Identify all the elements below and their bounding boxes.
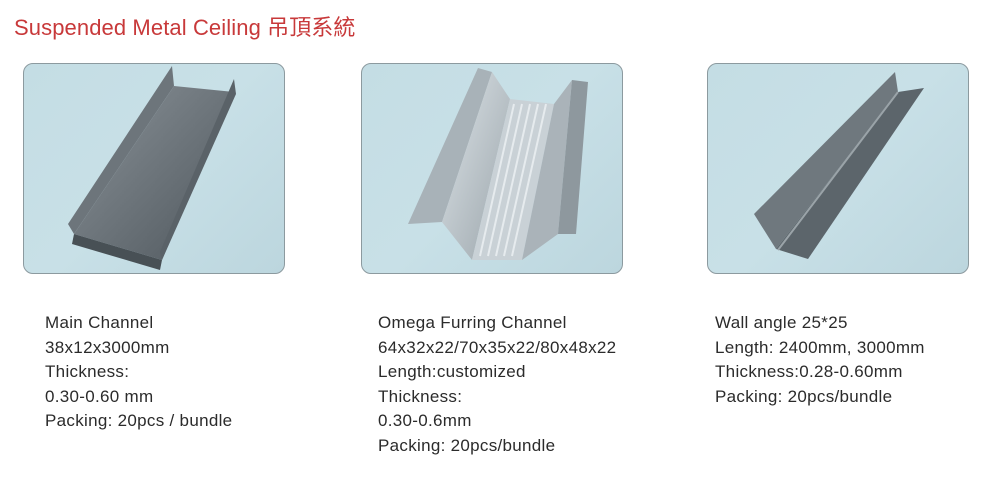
- omega-furring-channel-specs: Omega Furring Channel 64x32x22/70x35x22/…: [378, 311, 616, 458]
- wall-angle-icon: [754, 72, 924, 259]
- spec-thickness-value: 0.30-0.6mm: [378, 411, 472, 430]
- main-channel-image: [23, 63, 285, 274]
- spec-dimensions: 38x12x3000mm: [45, 337, 170, 357]
- spec-length: Length: 2400mm, 3000mm: [715, 337, 925, 357]
- main-channel-specs: Main Channel 38x12x3000mm Thickness: 0.3…: [45, 311, 232, 434]
- spec-thickness-value: 0.30-0.60 mm: [45, 386, 154, 406]
- spec-thickness-label: Thickness:: [45, 362, 130, 381]
- spec-dimensions: 64x32x22/70x35x22/80x48x22: [378, 337, 617, 357]
- wall-angle-specs: Wall angle 25*25 Length: 2400mm, 3000mm …: [715, 311, 925, 409]
- product-name: Wall angle 25*25: [715, 313, 848, 332]
- wall-angle-image: [707, 63, 969, 274]
- spec-thickness: Thickness:0.28-0.60mm: [715, 362, 903, 381]
- spec-packing: Packing: 20pcs/bundle: [378, 435, 556, 455]
- product-name: Main Channel: [45, 313, 154, 332]
- spec-length: Length:customized: [378, 362, 526, 381]
- spec-thickness-label: Thickness:: [378, 386, 463, 406]
- spec-packing: Packing: 20pcs / bundle: [45, 411, 233, 430]
- page-title: Suspended Metal Ceiling 吊頂系統: [14, 15, 356, 40]
- product-name: Omega Furring Channel: [378, 313, 567, 332]
- omega-furring-channel-image: [361, 63, 623, 274]
- omega-channel-icon: [408, 68, 588, 260]
- spec-packing: Packing: 20pcs/bundle: [715, 386, 893, 406]
- main-channel-icon: [68, 66, 236, 270]
